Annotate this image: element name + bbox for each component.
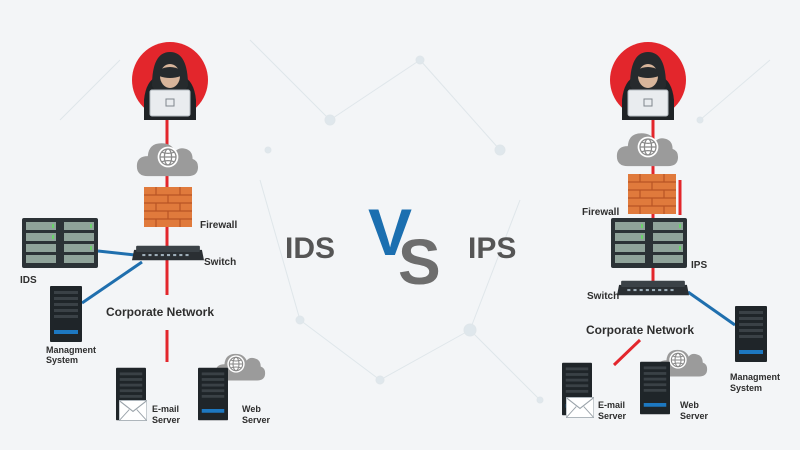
ids-firewall-label: Firewall	[200, 220, 237, 231]
ids-management-link	[81, 260, 143, 305]
ips-email-label-1: E-mail	[598, 400, 625, 410]
switch-icon	[132, 245, 204, 261]
ips-web-label-1: Web	[680, 400, 699, 410]
mail-icon	[119, 400, 147, 421]
ips-management-label-2: System	[730, 383, 762, 393]
ips-network-label: Corporate Network	[586, 323, 694, 337]
ips-management-link	[687, 290, 736, 327]
ids-network-label: Corporate Network	[106, 305, 214, 319]
ips-email-link	[612, 338, 642, 367]
ids-management-label-2: System	[46, 355, 78, 365]
ips-sensor-rack-icon	[611, 218, 687, 268]
ips-switch-label: Switch	[587, 291, 619, 302]
firewall-icon	[143, 187, 193, 227]
ips-web-label-2: Server	[680, 411, 709, 421]
firewall-icon	[627, 174, 677, 214]
ids-web-label-2: Server	[242, 415, 271, 425]
ids-title: IDS	[285, 232, 335, 265]
background-network-pattern	[59, 39, 771, 404]
management-server-icon	[735, 306, 767, 362]
ips-email-label-2: Server	[598, 411, 627, 421]
ids-switch-label: Switch	[204, 257, 236, 268]
ips-sensor-label: IPS	[691, 260, 707, 271]
vs-v-letter: V	[368, 195, 412, 269]
ids-web-label-1: Web	[242, 404, 261, 414]
mail-icon	[566, 397, 594, 418]
internet-cloud-icon	[616, 133, 679, 167]
ids-sensor-link	[97, 249, 136, 257]
ids-email-label-1: E-mail	[152, 404, 179, 414]
ids-sensor-label: IDS	[20, 275, 37, 286]
ips-title: IPS	[468, 232, 516, 265]
center-title: IDS V S IPS	[285, 195, 516, 298]
hacker-icon	[131, 41, 209, 120]
ids-sensor-rack-icon	[22, 218, 98, 268]
ids-email-label-2: Server	[152, 415, 181, 425]
ids-management-label-1: Managment	[46, 345, 96, 355]
switch-icon	[617, 280, 689, 296]
ips-firewall-label: Firewall	[582, 207, 619, 218]
ids-diagram: Firewall Switch IDS Managment System Cor…	[20, 41, 271, 425]
vs-s-letter: S	[398, 226, 441, 298]
internet-cloud-icon	[136, 143, 199, 177]
ips-diagram: Firewall IPS Switch Corporate Network Ma…	[562, 41, 780, 421]
hacker-icon	[609, 41, 687, 120]
web-server-icon	[198, 367, 228, 421]
web-server-icon	[640, 361, 670, 415]
ips-management-label-1: Managment	[730, 372, 780, 382]
management-server-icon	[50, 286, 82, 342]
